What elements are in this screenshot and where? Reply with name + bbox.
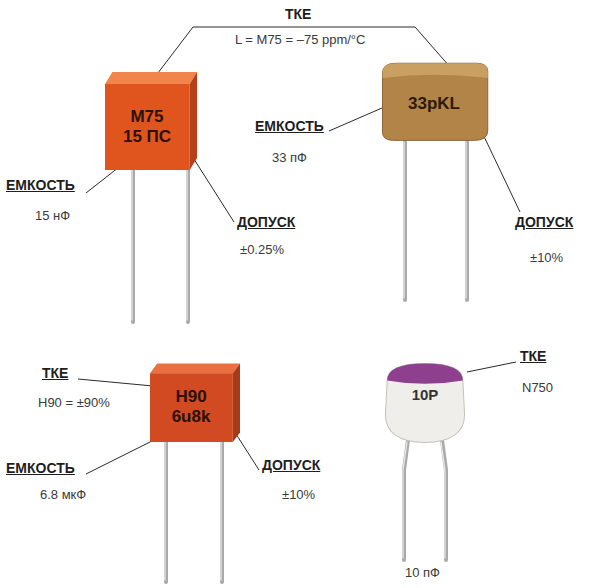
callout-heading: ТКЕ <box>285 6 311 23</box>
value-label: 10 пФ <box>405 565 440 581</box>
callout-heading: ЕМКОСТЬ <box>6 460 75 477</box>
value-label: 15 нФ <box>35 208 70 224</box>
capacitor-body: M7515 ПС <box>105 70 197 170</box>
capacitor-marking: M75 <box>130 107 163 127</box>
capacitor-body: 10P <box>380 360 470 445</box>
capacitor-marking: 33pKL <box>408 94 460 114</box>
capacitor-body: 33pKL <box>378 60 490 142</box>
callout-heading: ДОПУСК <box>237 214 295 231</box>
leader-lines <box>78 27 520 474</box>
capacitor-marking: 10P <box>412 386 439 403</box>
callout-heading: ДОПУСК <box>262 457 320 474</box>
callout-heading: ДОПУСК <box>515 214 573 231</box>
value-label: ±0.25% <box>240 242 284 258</box>
capacitor-marking: H90 <box>175 387 206 407</box>
capacitor-marking: 15 ПС <box>123 127 171 147</box>
callout-heading: ЕМКОСТЬ <box>6 177 75 194</box>
capacitor-body: H906u8k <box>150 362 240 442</box>
value-label: 6.8 мкФ <box>40 487 86 503</box>
value-label: L = M75 = –75 ppm/°C <box>235 32 365 48</box>
callout-heading: ЕМКОСТЬ <box>255 118 324 135</box>
value-label: ±10% <box>282 487 315 503</box>
callout-heading: ТКЕ <box>520 348 546 365</box>
value-label: ±10% <box>530 250 563 266</box>
capacitor-marking: 6u8k <box>172 407 211 427</box>
callout-heading: ТКЕ <box>42 365 68 382</box>
value-label: 33 пФ <box>272 150 307 166</box>
capacitor-leads <box>132 140 467 582</box>
value-label: N750 <box>522 380 553 396</box>
value-label: H90 = ±90% <box>38 395 110 411</box>
